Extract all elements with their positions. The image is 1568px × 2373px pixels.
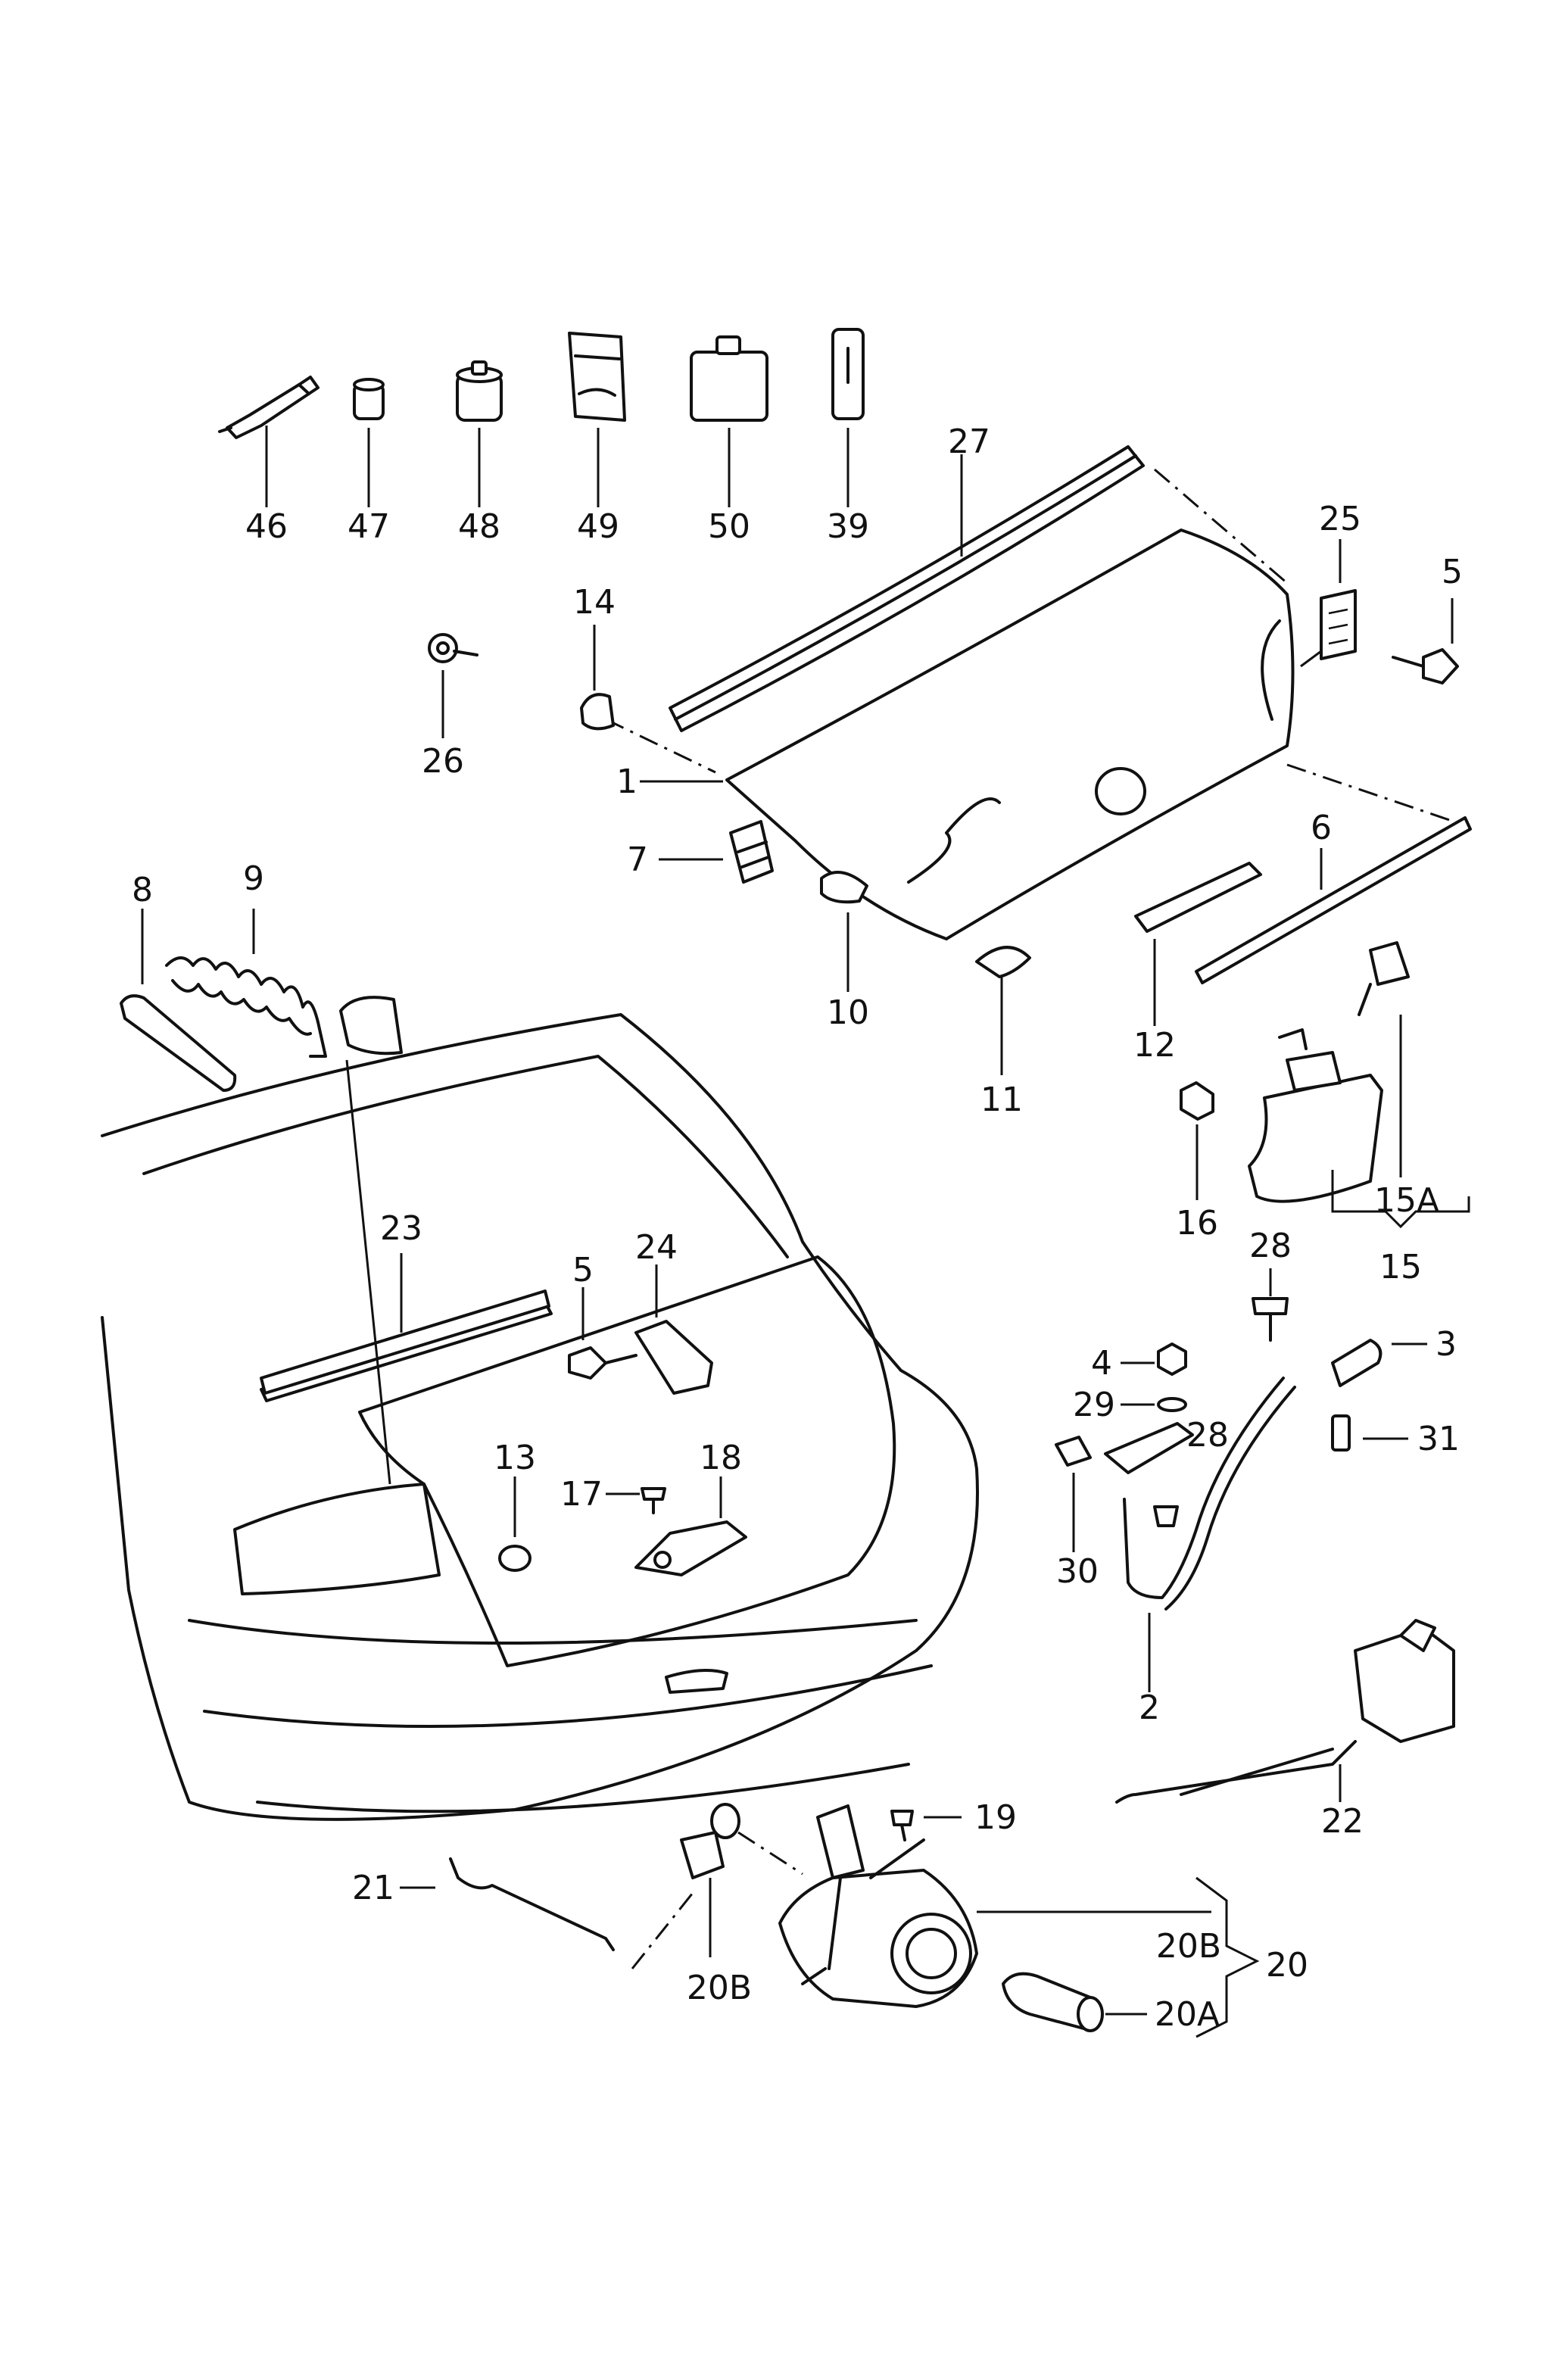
callout-5-top: 5	[1442, 553, 1463, 591]
callout-47: 47	[348, 507, 390, 546]
part-16-nut	[1180, 1081, 1214, 1200]
callout-25: 25	[1319, 500, 1361, 538]
callout-28-mid: 28	[1186, 1416, 1229, 1455]
part-spring-cap	[339, 996, 403, 1485]
part-9-spring	[165, 909, 327, 1058]
part-23-seal-strip	[260, 1253, 550, 1395]
part-18-bracket	[634, 1476, 747, 1576]
callout-22: 22	[1321, 1802, 1364, 1841]
callout-49: 49	[577, 507, 619, 546]
part-49-pad	[568, 332, 626, 507]
callout-3: 3	[1436, 1325, 1457, 1364]
callout-18: 18	[700, 1439, 742, 1477]
part-20A-key-cylinder	[1002, 1972, 1147, 2032]
callout-39: 39	[827, 507, 869, 546]
vehicle-rear-outline	[101, 1013, 979, 1821]
part-20-lock-cylinder	[778, 1804, 1260, 2038]
part-13-plug	[498, 1476, 531, 1572]
part-20B-clip	[680, 1803, 740, 1957]
part-39-spray	[831, 328, 865, 507]
callout-7: 7	[627, 840, 648, 879]
callout-8: 8	[132, 871, 153, 909]
part-46-tube	[218, 376, 320, 507]
callout-11: 11	[980, 1080, 1023, 1119]
part-15-lock	[1248, 941, 1470, 1229]
callout-2: 2	[1139, 1689, 1160, 1727]
callout-12: 12	[1133, 1026, 1176, 1065]
callout-10: 10	[827, 993, 869, 1032]
callout-19: 19	[974, 1798, 1017, 1837]
part-26-clip	[428, 633, 479, 738]
part-47-cap	[353, 378, 385, 507]
part-14-bumper	[580, 625, 615, 731]
callout-24: 24	[635, 1228, 678, 1267]
part-50-bottle	[690, 335, 768, 507]
callout-29: 29	[1073, 1386, 1115, 1424]
part-17-screw	[606, 1487, 666, 1514]
callout-16: 16	[1176, 1204, 1218, 1243]
callout-9: 9	[243, 859, 264, 898]
part-10-stop	[820, 871, 868, 992]
part-30-clip	[1055, 1436, 1092, 1552]
callout-27: 27	[948, 423, 990, 461]
callout-20: 20	[1266, 1946, 1308, 1985]
part-22-handle	[1115, 1619, 1455, 1804]
callout-21: 21	[352, 1869, 394, 1907]
callout-28-top: 28	[1249, 1227, 1292, 1265]
callout-17: 17	[560, 1475, 603, 1514]
part-29-washer	[1121, 1397, 1187, 1412]
part-28-screw-top	[1252, 1268, 1289, 1342]
callout-23: 23	[380, 1209, 422, 1248]
callout-20B-right: 20B	[1156, 1927, 1221, 1966]
callout-20B-left: 20B	[687, 1969, 752, 2007]
part-1-trunk-lid	[640, 529, 1295, 940]
part-5-screw-top	[1392, 598, 1459, 684]
part-21-rod	[400, 1857, 615, 1951]
callout-46: 46	[245, 507, 288, 546]
callout-14: 14	[573, 583, 616, 622]
part-48-cap	[456, 360, 503, 507]
part-25-bracket	[1300, 539, 1357, 668]
callout-20A: 20A	[1155, 1995, 1220, 2034]
part-2-rod	[1104, 1377, 1296, 1692]
part-19-screw	[890, 1810, 962, 1841]
part-4-nut	[1121, 1342, 1187, 1376]
part-11-stop	[975, 946, 1031, 1075]
callout-15: 15	[1379, 1248, 1422, 1286]
part-3-clamp	[1331, 1339, 1427, 1387]
callout-50: 50	[708, 507, 750, 546]
callout-31: 31	[1417, 1420, 1460, 1458]
part-12-strap	[1134, 862, 1262, 1026]
callout-1: 1	[616, 762, 637, 801]
callout-5-mid: 5	[572, 1251, 594, 1289]
callout-4: 4	[1091, 1344, 1112, 1383]
part-7-buffer	[659, 820, 774, 884]
callout-15A: 15A	[1374, 1181, 1439, 1220]
part-6-seal	[1195, 816, 1472, 984]
part-8-pad	[120, 909, 237, 1092]
callout-26: 26	[422, 742, 464, 781]
part-31-pin	[1331, 1414, 1408, 1452]
callout-13: 13	[494, 1439, 536, 1477]
callout-6: 6	[1311, 809, 1332, 847]
callout-48: 48	[458, 507, 500, 546]
part-27-spoiler	[669, 445, 1145, 732]
callout-30: 30	[1056, 1552, 1099, 1591]
part-24-striker	[634, 1264, 713, 1395]
part-5-screw-mid	[568, 1287, 637, 1380]
